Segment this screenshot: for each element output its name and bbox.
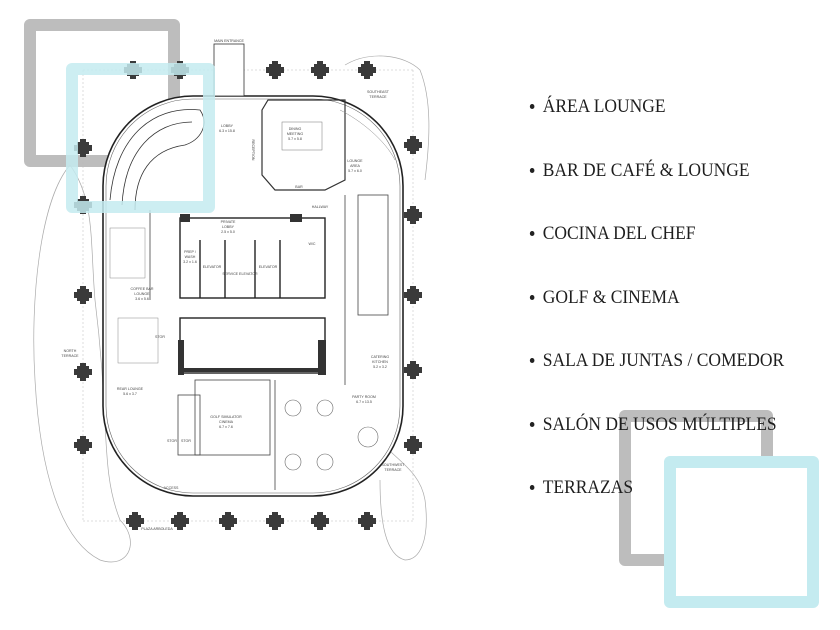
partitions	[149, 194, 389, 490]
label-area: AREA	[350, 164, 360, 168]
label-north-terrace: TERRACE	[61, 354, 79, 358]
label-catering-size: 5.2 x 3.2	[373, 365, 387, 369]
column	[311, 61, 329, 79]
label-access: ACCESS	[164, 486, 179, 490]
label-party-size: 6.7 x 13.5	[356, 400, 372, 404]
label-coffee-lounge: LOUNGE	[134, 292, 150, 296]
label-north: NORTH	[64, 349, 77, 353]
label-private-lobby: LOBBY	[222, 225, 235, 229]
label-prep: PREP /	[184, 250, 196, 254]
main-entrance	[213, 43, 245, 97]
column	[74, 139, 92, 157]
amenity-label: SALÓN DE USOS MÚLTIPLES	[542, 413, 777, 435]
label-prep-size: 3.2 x 1.6	[183, 260, 197, 264]
column	[358, 512, 376, 530]
column	[74, 286, 92, 304]
label-coffee-size: 3.6 x 5.6	[135, 297, 149, 301]
label-golf-size: 6.7 x 7.6	[219, 425, 233, 429]
party-tables	[284, 399, 379, 471]
amenity-item: BAR DE CAFÉ & LOUNGE	[528, 160, 784, 224]
amenity-label: SALA DE JUNTAS / COMEDOR	[542, 350, 785, 371]
label-party-room: PARTY ROOM	[352, 395, 376, 399]
decorative-frame-cyan-top	[66, 63, 215, 213]
label-cinema: CINEMA	[219, 420, 234, 424]
label-stor-3: STOR	[181, 439, 191, 443]
label-southeast-terrace: TERRACE	[369, 95, 387, 99]
label-hallway: HALLWAY	[312, 205, 329, 209]
label-private-size: 2.5 x 5.0	[221, 230, 235, 234]
column	[404, 206, 422, 224]
label-coffee-bar: COFFEE BAR	[131, 287, 154, 291]
column	[404, 361, 422, 379]
bullet-icon	[529, 421, 535, 427]
column	[358, 61, 376, 79]
label-golf: GOLF SIMULATOR	[210, 415, 242, 419]
label-rear-size: 5.6 x 3.7	[123, 392, 137, 396]
plan-labels: MAIN ENTRANCE LOBBY 6.3 x 15.8 RECEPTION…	[61, 39, 405, 531]
label-catering: CATERING	[371, 355, 390, 359]
bullet-icon	[529, 358, 535, 363]
bullet-icon	[529, 294, 535, 300]
label-bar: BAR	[295, 185, 303, 189]
core-solids	[178, 214, 326, 375]
label-reception: RECEPTION	[251, 140, 255, 161]
label-plaza: PLAZA ARBOLEDA	[141, 527, 173, 531]
column	[404, 286, 422, 304]
amenity-label: BAR DE CAFÉ & LOUNGE	[542, 159, 750, 181]
label-lounge: LOUNGE	[347, 159, 363, 163]
label-wc: W/C	[309, 242, 316, 246]
label-lobby-size: 6.3 x 15.8	[219, 129, 235, 133]
label-southwest: SOUTHWEST	[382, 463, 406, 467]
bullet-icon	[529, 167, 535, 173]
label-lounge-size: 5.7 x 6.0	[348, 169, 362, 173]
column	[74, 436, 92, 454]
amenities-list: ÁREA LOUNGE BAR DE CAFÉ & LOUNGE COCINA …	[528, 96, 806, 541]
label-service-elevator: SERVICE ELEVATOR	[222, 272, 258, 276]
label-wash: WASH	[185, 255, 196, 259]
amenity-label: COCINA DEL CHEF	[542, 223, 696, 244]
label-stor-1: STOR	[155, 335, 165, 339]
decorative-frame-cyan-bottom	[664, 456, 819, 608]
amenity-label: ÁREA LOUNGE	[542, 96, 666, 117]
terrace-outlines	[33, 55, 430, 563]
amenity-item: GOLF & CINEMA	[528, 287, 784, 351]
label-dining: DINING	[289, 127, 302, 131]
amenity-label: GOLF & CINEMA	[542, 286, 680, 308]
amenity-item: TERRAZAS	[528, 477, 784, 541]
label-southwest-terrace: TERRACE	[384, 468, 402, 472]
lounge-furniture	[109, 109, 396, 364]
column	[404, 136, 422, 154]
column	[311, 512, 329, 530]
label-lobby: LOBBY	[221, 124, 234, 128]
label-meeting: MEETING	[287, 132, 304, 136]
column	[404, 436, 422, 454]
bullet-icon	[529, 231, 535, 236]
label-rear-lounge: REAR LOUNGE	[117, 387, 144, 391]
amenity-label: TERRAZAS	[542, 477, 634, 498]
column	[126, 512, 144, 530]
label-dining-size: 5.7 x 5.8	[288, 137, 302, 141]
label-main-entrance: MAIN ENTRANCE	[214, 39, 244, 43]
amenity-item: SALA DE JUNTAS / COMEDOR	[528, 350, 784, 414]
column	[219, 512, 237, 530]
label-southeast: SOUTHEAST	[367, 90, 390, 94]
column	[171, 512, 189, 530]
column	[266, 61, 284, 79]
amenity-item: COCINA DEL CHEF	[528, 223, 784, 287]
dining-table	[281, 121, 323, 151]
label-stor-2: STOR	[167, 439, 177, 443]
amenity-item: ÁREA LOUNGE	[528, 96, 784, 160]
bullet-icon	[529, 485, 535, 490]
column	[74, 363, 92, 381]
column	[266, 512, 284, 530]
label-private: PRIVATE	[221, 220, 236, 224]
amenity-item: SALÓN DE USOS MÚLTIPLES	[528, 414, 784, 478]
label-elevator-2: ELEVATOR	[259, 265, 278, 269]
label-kitchen: KITCHEN	[372, 360, 388, 364]
core-walls	[179, 217, 326, 374]
bullet-icon	[529, 104, 535, 109]
dining-room-walls	[261, 99, 346, 191]
label-elevator-1: ELEVATOR	[203, 265, 222, 269]
